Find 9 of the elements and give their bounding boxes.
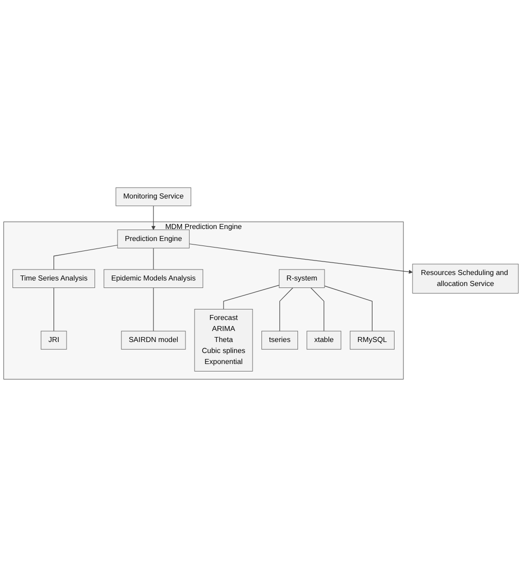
arrow: [151, 206, 156, 230]
connector: [310, 288, 324, 332]
connector: [153, 248, 154, 270]
connector: [54, 244, 118, 270]
arrow: [189, 244, 413, 274]
connector: [279, 288, 294, 332]
connector: [153, 288, 154, 332]
connector: [324, 286, 372, 332]
connector: [223, 284, 280, 310]
